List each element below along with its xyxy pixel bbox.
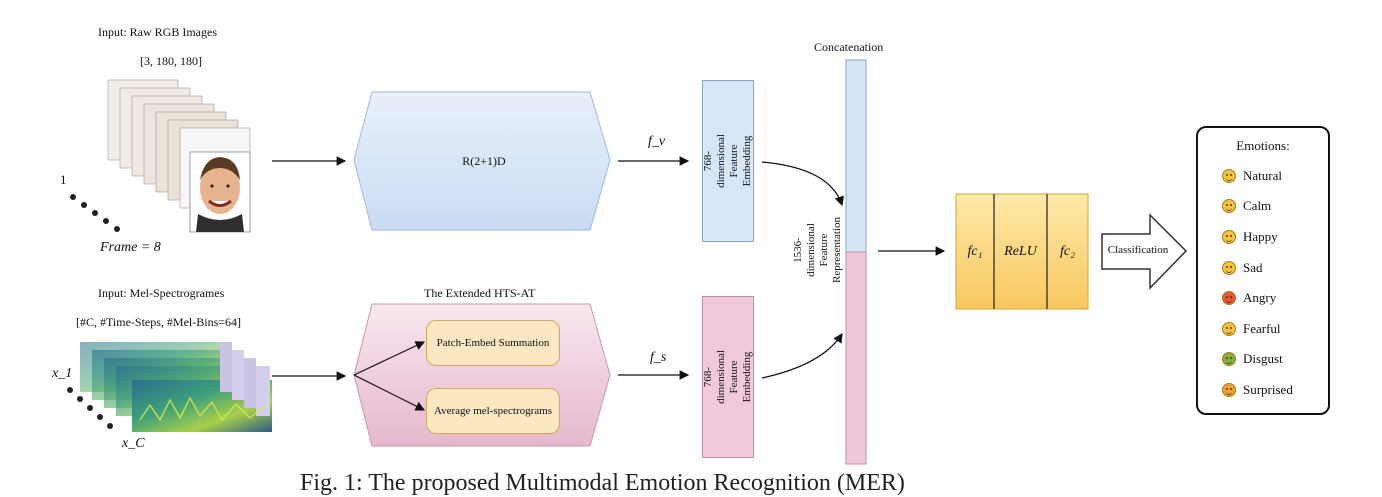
face-image [196, 157, 244, 232]
frame-dots [70, 194, 120, 232]
audio-input-shape: [#C, #Time-Steps, #Mel-Bins=64] [76, 315, 241, 329]
audio-embedding: 768-dimensional Feature Embedding [702, 296, 754, 458]
neutral-face-icon [1222, 169, 1236, 183]
rgb-frame-stack [107, 79, 251, 233]
r21d-encoder [353, 91, 611, 231]
classification-arrow [1101, 213, 1188, 290]
classifier-box [955, 193, 1089, 310]
video-input-title: Input: Raw RGB Images [98, 25, 217, 39]
relieved-face-icon [1222, 199, 1236, 213]
frame-start-label: 1 [60, 172, 67, 187]
classification-label: Classification [1107, 244, 1169, 256]
emotions-title: Emotions: [1236, 138, 1290, 153]
emotion-item: Angry [1222, 290, 1276, 306]
emotion-item: Calm [1222, 198, 1271, 214]
patch-embed-summation: Patch-Embed Summation [426, 320, 560, 366]
surprised-face-icon [1222, 383, 1236, 397]
concat-audio-segment [845, 251, 867, 465]
feature-representation-label: 1536-dimensional Feature Representation [792, 217, 844, 283]
emotions-panel: Emotions: Natural Calm Happy Sad Angry F… [1196, 126, 1330, 415]
video-embedding: 768-dimensional Feature Embedding [702, 80, 754, 242]
sad-face-icon [1222, 261, 1236, 275]
fc1-layer: fc₁ [967, 243, 983, 259]
concat-video-segment [845, 59, 867, 253]
emotion-item: Happy [1222, 229, 1278, 245]
last-channel-label: x_C [122, 436, 145, 451]
hts-at-title: The Extended HTS-AT [424, 286, 536, 300]
concatenation-title: Concatenation [814, 40, 884, 54]
emotion-item: Surprised [1222, 382, 1293, 398]
feature-fv-symbol: f_v [648, 134, 666, 149]
angry-face-icon [1222, 291, 1236, 305]
grinning-face-icon [1222, 230, 1236, 244]
emotion-item: Sad [1222, 260, 1263, 276]
channel-dots [67, 387, 113, 429]
video-input-shape: [3, 180, 180] [140, 54, 202, 68]
fearful-face-icon [1222, 322, 1236, 336]
relu-layer: ReLU [1004, 243, 1037, 259]
average-mel-spectrograms: Average mel-spectrograms [426, 388, 560, 434]
emotion-item: Fearful [1222, 321, 1281, 337]
figure-caption: Fig. 1: The proposed Multimodal Emotion … [300, 470, 905, 496]
audio-input-title: Input: Mel-Spectrogrames [98, 286, 225, 300]
feature-fs-symbol: f_s [650, 350, 667, 365]
emotion-item: Disgust [1222, 351, 1283, 367]
emotion-item: Natural [1222, 168, 1282, 184]
spectrogram-stack [80, 342, 272, 432]
fc2-layer: fc₂ [1060, 243, 1075, 259]
first-channel-label: x_1 [52, 366, 73, 381]
frame-end-label: Frame = 8 [100, 240, 161, 255]
r21d-label: R(2+1)D [462, 154, 506, 168]
disgust-face-icon [1222, 352, 1236, 366]
